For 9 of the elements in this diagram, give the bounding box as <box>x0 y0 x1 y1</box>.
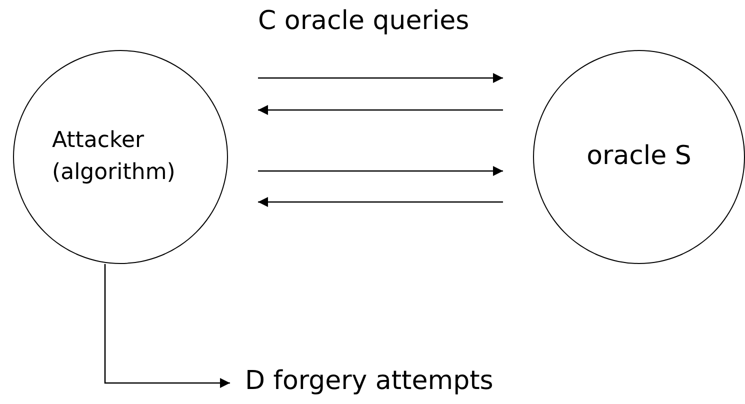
output-label: D forgery attempts <box>245 366 494 396</box>
arrow <box>258 197 503 207</box>
arrow <box>258 105 503 115</box>
heading-text: C oracle queries <box>258 6 470 36</box>
arrow <box>258 73 503 83</box>
node-label: oracle S <box>586 140 692 174</box>
node-label: Attacker (algorithm) <box>52 127 176 187</box>
arrow <box>104 264 230 388</box>
arrow <box>258 166 503 176</box>
